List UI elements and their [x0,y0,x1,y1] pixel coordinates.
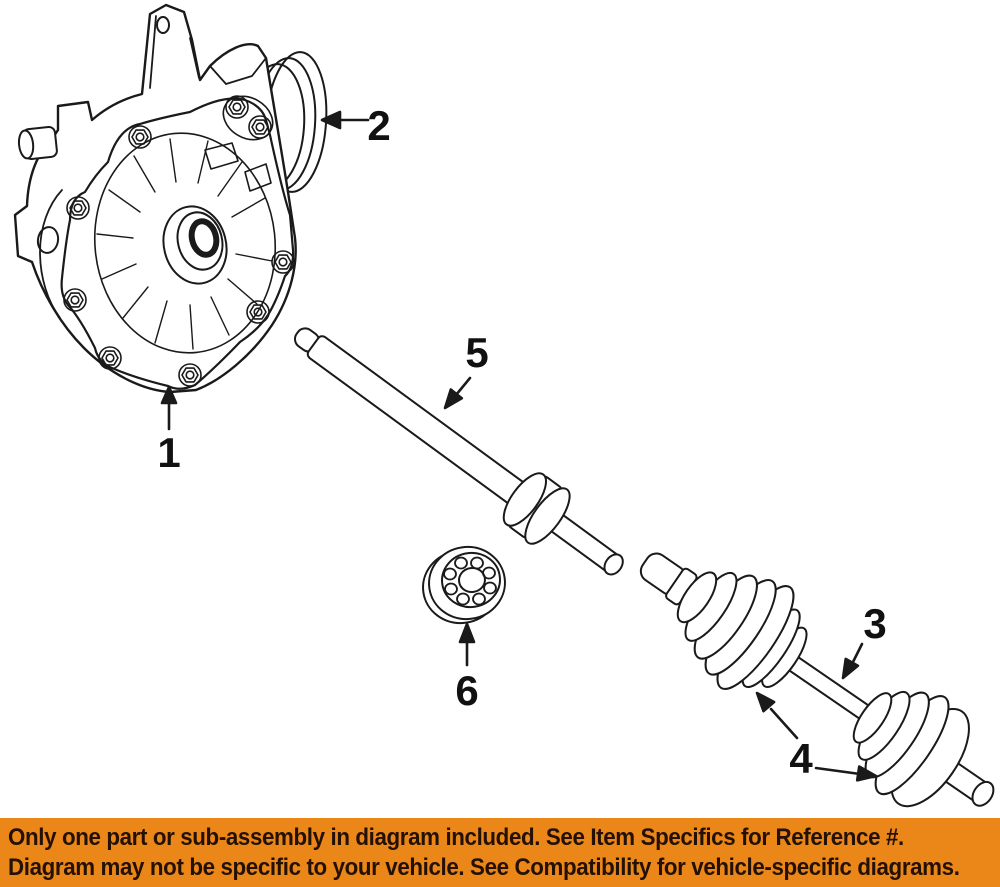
arrow-2 [320,110,342,130]
callout-6-label: 6 [455,667,478,714]
callout-3: 3 [841,600,887,680]
arrow-4-right [855,765,878,782]
arrow-6 [458,622,476,644]
interior-details [204,142,272,192]
callout-2: 2 [320,102,391,149]
bearing-holes [443,556,497,606]
arrow-5 [443,388,464,410]
callouts: 1 2 3 4 5 [157,102,886,782]
callout-5-label: 5 [465,329,488,376]
bracket-inner-edges [149,15,200,89]
arrow-1 [160,385,178,405]
radial-fins [96,138,273,350]
breather-plug [17,126,58,160]
disclaimer-banner: Only one part or sub-assembly in diagram… [0,818,1000,887]
cv-axle-drawing [639,552,995,808]
diagram-canvas: 1 2 3 4 5 [13,3,995,808]
bracket-hole [156,16,170,34]
left-flange-edge [39,189,63,319]
callout-3-label: 3 [863,600,886,647]
callout-4-label: 4 [789,735,813,782]
disclaimer-line-1: Only one part or sub-assembly in diagram… [8,824,904,851]
differential-drawing [13,3,328,394]
center-hub [162,205,228,285]
gasket-ring [93,132,277,354]
arrow-4-left [755,691,776,713]
flange-hole [36,226,60,254]
callout-2-label: 2 [367,102,390,149]
arrow-3 [841,657,860,680]
callout-6: 6 [455,622,479,714]
callout-5: 5 [443,329,489,410]
axle-shaft-drawing [293,327,624,576]
top-tab-edge [209,57,267,85]
callout-1: 1 [157,385,181,476]
bearing-drawing [422,545,506,625]
disclaimer-line-2: Diagram may not be specific to your vehi… [8,854,960,881]
callout-1-label: 1 [157,429,180,476]
callout-4: 4 [755,691,878,782]
